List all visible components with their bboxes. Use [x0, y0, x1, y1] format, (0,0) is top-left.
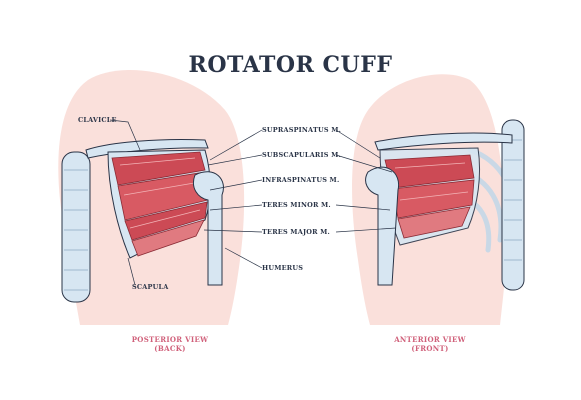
leader-lines	[109, 119, 397, 286]
diagram-title: ROTATOR CUFF	[188, 52, 393, 78]
posterior-humerus-bone	[193, 171, 224, 286]
anterior-view-caption: ANTERIOR VIEW (FRONT)	[360, 335, 500, 353]
posterior-spine	[61, 151, 91, 303]
label-subscapularis: SUBSCAPULARIS M.	[262, 151, 341, 159]
posterior-view-line2: (BACK)	[154, 344, 186, 353]
anterior-humerus-bone	[365, 166, 400, 286]
label-supraspinatus: SUPRASPINATUS M.	[262, 126, 342, 134]
posterior-view-line1: POSTERIOR VIEW	[131, 335, 209, 344]
posterior-rotator-muscles	[111, 151, 209, 257]
label-scapula: SCAPULA	[132, 283, 169, 291]
anterior-view-line2: (FRONT)	[411, 344, 449, 353]
label-teres-major: TERES MAJOR M.	[262, 228, 331, 236]
posterior-view-caption: POSTERIOR VIEW (BACK)	[100, 335, 240, 353]
anterior-spine	[501, 119, 525, 291]
label-humerus: HUMERUS	[262, 264, 304, 272]
anterior-view-line1: ANTERIOR VIEW	[394, 335, 466, 344]
anterior-rotator-muscles	[384, 154, 475, 239]
label-teres-minor: TERES MINOR M.	[262, 201, 331, 209]
label-infraspinatus: INFRASPINATUS M.	[262, 176, 340, 184]
anterior-clavicle-bone	[374, 132, 513, 151]
label-clavicle: CLAVICLE	[78, 116, 117, 124]
